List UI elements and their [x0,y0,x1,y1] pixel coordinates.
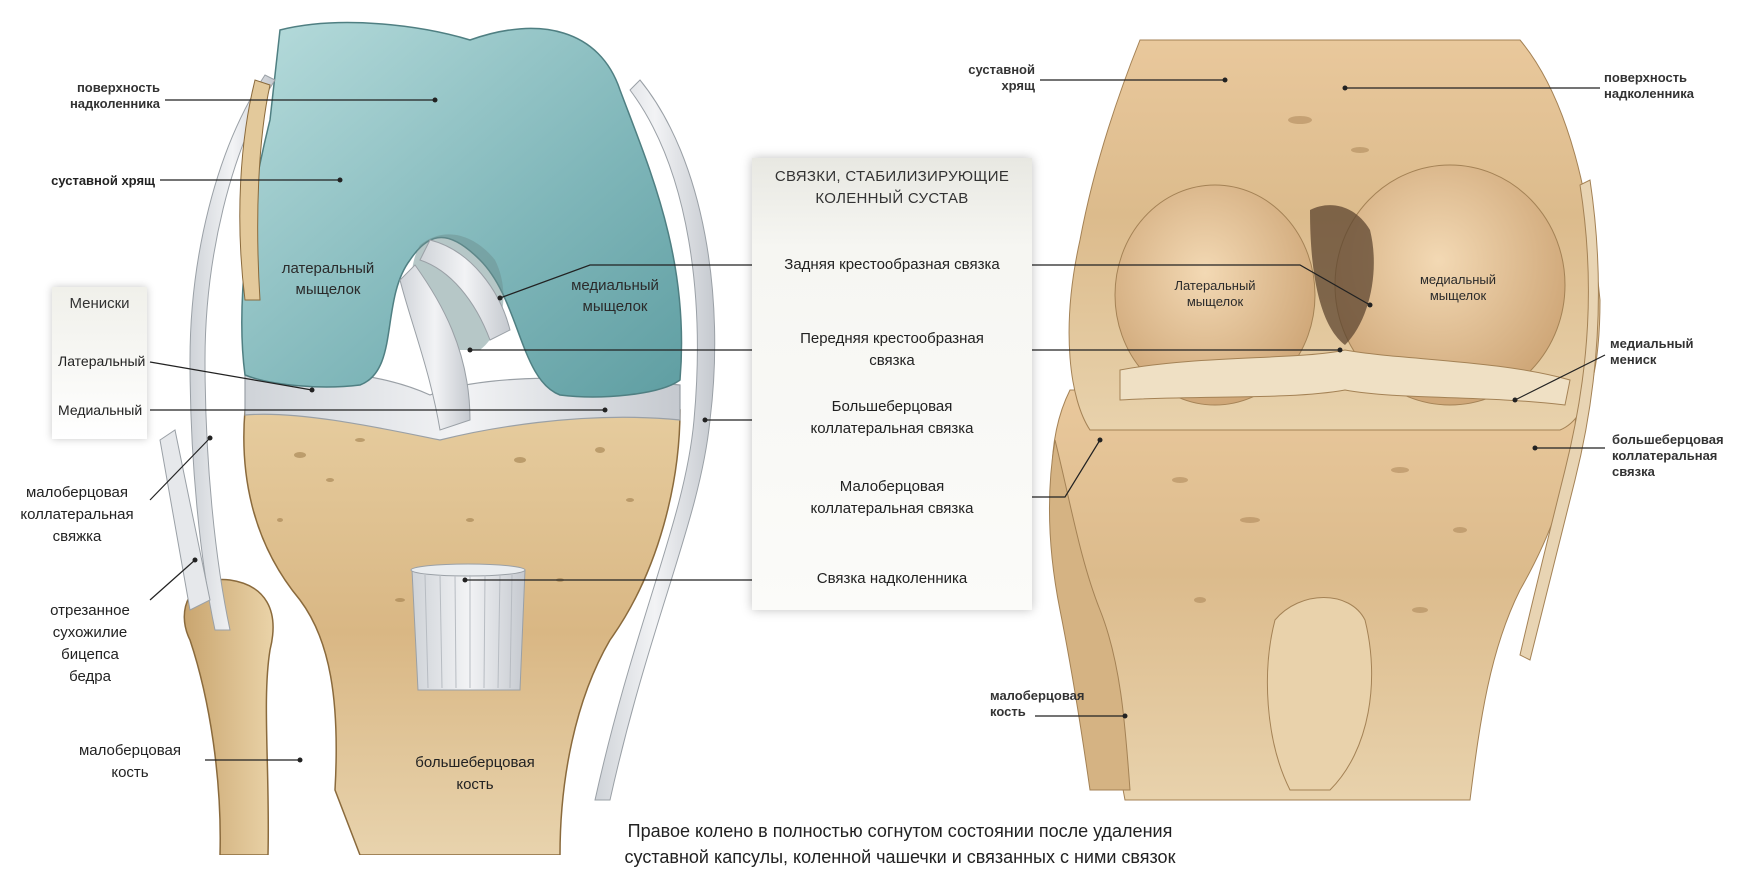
panel-item-tcl: Большеберцовая коллатеральная связка [762,396,1022,440]
right-knee-specimen [1050,40,1600,800]
label-fibula-right: малоберцовая кость [990,688,1100,720]
label-medial-condyle-right: медиальный мыщелок [1393,272,1523,304]
patellar-ligament-stump [412,570,525,690]
panel-item-patellar-ligament: Связка надколенника [762,568,1022,590]
label-medial-meniscus-right: медиальный мениск [1610,336,1730,368]
label-patella-surface-right: поверхность надколенника [1604,70,1734,102]
label-articular-cartilage-right: суставной хрящ [925,62,1035,94]
figure-caption: Правое колено в полностью согнутом состо… [540,818,1260,870]
panel-item-pcl: Задняя крестообразная связка [762,254,1022,276]
panel-item-fcl: Малоберцовая коллатеральная связка [762,476,1022,520]
label-lateral-condyle-right: Латеральный мыщелок [1150,278,1280,310]
menisci-box: Мениски Латеральный Медиальный [52,287,147,439]
label-patella-surface-left: поверхность надколенника [40,80,160,112]
ligaments-panel: СВЯЗКИ, СТАБИЛИЗИРУЮЩИЕ КОЛЕННЫЙ СУСТАВ … [752,158,1032,610]
label-lateral-meniscus: Латеральный [58,353,145,370]
panel-item-acl: Передняя крестообразная связка [762,328,1022,372]
panel-title: СВЯЗКИ, СТАБИЛИЗИРУЮЩИЕ КОЛЕННЫЙ СУСТАВ [752,166,1032,210]
label-articular-cartilage-left: суставной хрящ [20,172,155,189]
label-fibula-left: малоберцовая кость [55,740,205,784]
fibula-bone [184,580,273,855]
label-tibial-collateral-right: большеберцовая коллатеральная связка [1612,432,1740,480]
label-fibular-collateral-left: малоберцовая коллатеральная свяжка [2,482,152,548]
left-knee-illustration [160,23,715,855]
label-lateral-condyle-left: латеральный мыщелок [268,258,388,300]
caption-line-2: суставной капсулы, коленной чашечки и св… [540,844,1260,870]
caption-line-1: Правое колено в полностью согнутом состо… [540,818,1260,844]
label-biceps-tendon: отрезанное сухожилие бицепса бедра [30,600,150,688]
label-medial-meniscus: Медиальный [58,402,142,419]
label-tibia-left: большеберцовая кость [400,752,550,796]
menisci-title: Мениски [52,295,147,312]
label-medial-condyle-left: медиальный мыщелок [555,275,675,317]
